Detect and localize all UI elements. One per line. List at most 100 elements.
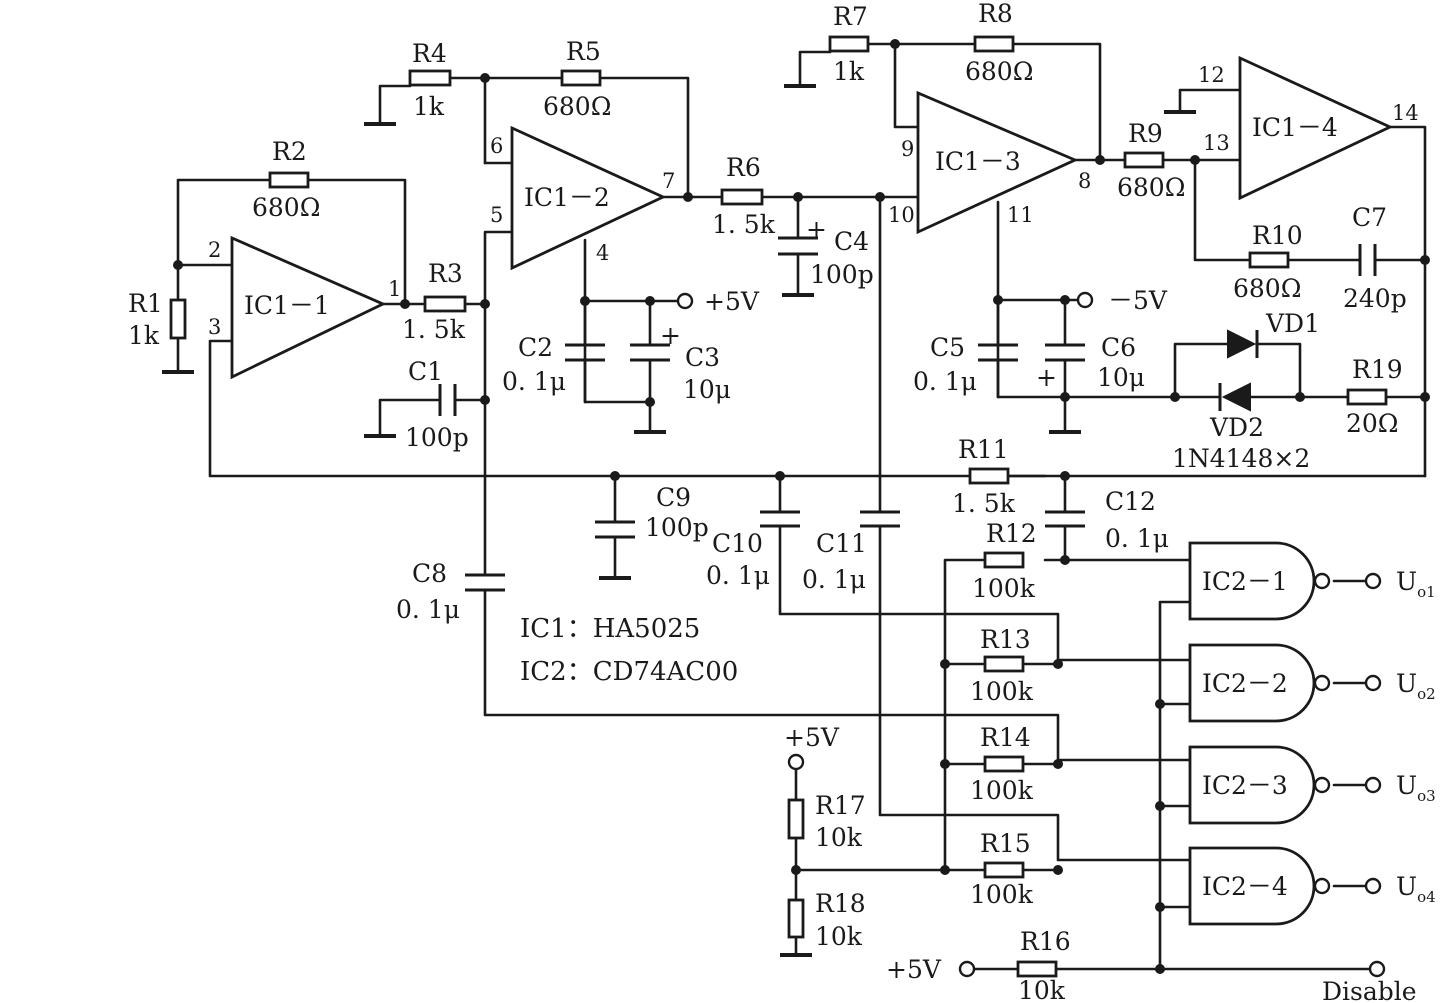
diode-vd2 — [1218, 382, 1251, 412]
capacitor-c2 — [565, 343, 605, 362]
label-r2: R2 — [272, 137, 307, 166]
resistor-r19 — [1346, 388, 1388, 406]
value-r14: 100k — [970, 776, 1034, 805]
label-c4: C4 — [834, 227, 869, 256]
pin-11: 11 — [1007, 203, 1034, 227]
capacitor-c11 — [860, 510, 900, 528]
label-uo4: Uo4 — [1396, 872, 1436, 906]
nand-gate-ic2-2 — [1188, 643, 1331, 723]
value-c2: 0. 1μ — [502, 367, 566, 396]
label-r9: R9 — [1128, 119, 1163, 148]
capacitor-c7 — [1358, 244, 1377, 276]
polarity-c4: + — [806, 215, 827, 244]
terminal-uo2 — [1364, 674, 1382, 692]
label-r6: R6 — [726, 153, 761, 182]
label-uo2: Uo2 — [1396, 669, 1436, 703]
label-r16: R16 — [1020, 927, 1071, 956]
label-r5: R5 — [566, 37, 601, 66]
capacitor-c12 — [1045, 510, 1085, 528]
label-r14: R14 — [980, 723, 1031, 752]
pin-4: 4 — [596, 241, 609, 265]
opamp-ic1-1 — [230, 235, 387, 380]
terminal-uo3 — [1364, 776, 1382, 794]
pin-12: 12 — [1198, 63, 1225, 87]
value-r5: 680Ω — [543, 92, 611, 121]
label-ic2-1: IC2－1 — [1202, 567, 1288, 596]
value-r4: 1k — [413, 92, 445, 121]
label-ic2-4: IC2－4 — [1202, 872, 1288, 901]
label-r17: R17 — [815, 791, 866, 820]
resistor-r7 — [828, 35, 870, 53]
label-c12: C12 — [1105, 487, 1156, 516]
nand-gate-ic2-4 — [1188, 846, 1331, 926]
resistor-r8 — [973, 35, 1015, 53]
value-r1: 1k — [128, 321, 160, 350]
capacitor-c9 — [595, 520, 635, 539]
label-r3: R3 — [428, 259, 463, 288]
value-c10: 0. 1μ — [706, 561, 770, 590]
note-ic1-part: IC1：HA5025 — [520, 614, 700, 644]
value-r18: 10k — [815, 922, 863, 951]
label-ic1-2: IC1－2 — [524, 183, 610, 212]
value-c3: 10μ — [683, 375, 731, 404]
pin-10: 10 — [888, 203, 915, 227]
label-ic1-4: IC1－4 — [1252, 113, 1338, 142]
label-c5: C5 — [930, 333, 965, 362]
value-c5: 0. 1μ — [913, 367, 977, 396]
terminal-uo4 — [1364, 877, 1382, 895]
label-r19: R19 — [1352, 355, 1403, 384]
capacitor-c8 — [465, 573, 505, 592]
label-c11: C11 — [816, 529, 867, 558]
op-amps — [230, 55, 1394, 380]
value-c6: 10μ — [1097, 363, 1145, 392]
label-c7: C7 — [1352, 203, 1387, 232]
supply-labels: +5V －5V +5V +5V Disable — [704, 286, 1417, 1003]
resistor-r17 — [787, 798, 805, 840]
label-r11: R11 — [958, 435, 1009, 464]
value-r3: 1. 5k — [402, 315, 466, 344]
pin-6: 6 — [490, 134, 503, 158]
label-ic2-2: IC2－2 — [1202, 669, 1288, 698]
resistor-r2 — [268, 171, 310, 189]
opamp-ic1-4 — [1238, 55, 1394, 201]
resistor-r18 — [787, 898, 805, 939]
label-r4: R4 — [412, 39, 447, 68]
capacitor-c6 — [1045, 343, 1085, 362]
diode-vd1 — [1227, 329, 1259, 359]
resistor-r3 — [423, 295, 467, 313]
pin-1: 1 — [388, 277, 401, 301]
capacitor-c5 — [978, 343, 1018, 362]
nand-gate-ic2-1 — [1188, 541, 1331, 621]
pin-5: 5 — [490, 203, 503, 227]
capacitor-c4 — [778, 236, 818, 256]
label-r8: R8 — [978, 0, 1013, 28]
value-r19: 20Ω — [1346, 409, 1399, 438]
capacitor-c10 — [760, 510, 800, 528]
value-r15: 100k — [970, 880, 1034, 909]
terminal-uo1 — [1364, 572, 1382, 590]
value-r7: 1k — [833, 57, 865, 86]
supply-plus5v-divider: +5V — [784, 723, 840, 752]
ground-symbols — [162, 84, 1196, 957]
terminal-plus5v-bottom — [958, 960, 976, 978]
value-r6: 1. 5k — [712, 210, 776, 239]
resistor-r14 — [983, 755, 1025, 773]
pin-14: 14 — [1392, 101, 1419, 125]
value-r11: 1. 5k — [952, 489, 1016, 518]
label-r15: R15 — [980, 829, 1031, 858]
resistor-r13 — [983, 655, 1025, 673]
value-r17: 10k — [815, 823, 863, 852]
terminals — [676, 291, 1386, 978]
supply-plus5v-bottom: +5V — [886, 955, 942, 984]
label-c9: C9 — [656, 483, 691, 512]
component-labels: R1 1k R2 680Ω R3 1. 5k R4 1k R5 680Ω R6 … — [128, 0, 1407, 1003]
polarity-c6: + — [1036, 363, 1057, 392]
junction-dots — [173, 39, 1430, 974]
label-r13: R13 — [980, 625, 1031, 654]
terminal-minus5v — [1076, 291, 1094, 309]
label-r1: R1 — [128, 289, 163, 318]
terminal-plus5v-divider — [787, 753, 805, 771]
label-ic1-1: IC1－1 — [244, 291, 330, 320]
label-c6: C6 — [1101, 333, 1136, 362]
resistor-r15 — [983, 861, 1025, 879]
